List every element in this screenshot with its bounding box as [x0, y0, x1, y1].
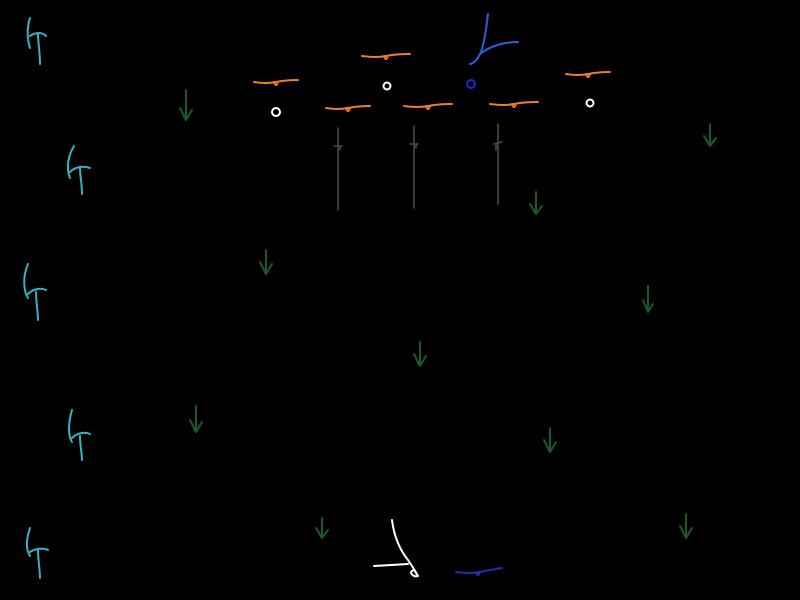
- flying-bird-icon[interactable]: [361, 53, 411, 60]
- orb-layer[interactable]: [271, 79, 595, 117]
- flying-bird-icon[interactable]: [403, 103, 453, 110]
- grass-tuft-icon: [679, 513, 693, 539]
- orb-icon[interactable]: [271, 107, 281, 117]
- grass-tuft-icon: [259, 249, 273, 275]
- grass-tuft-icon: [179, 89, 193, 121]
- pole-icon: [333, 127, 343, 211]
- grass-layer: [179, 89, 717, 539]
- pole-layer: [333, 123, 503, 211]
- water-plant-icon: [66, 145, 91, 195]
- grass-tuft-icon: [189, 405, 203, 433]
- grass-tuft-icon: [529, 191, 543, 215]
- branch-icon: [469, 13, 519, 65]
- grass-tuft-icon: [703, 123, 717, 147]
- grass-tuft-icon: [543, 427, 557, 453]
- water-plant-icon: [26, 17, 47, 65]
- worm-icon: [455, 567, 503, 576]
- water-plant-icon: [68, 409, 91, 461]
- grass-tuft-icon: [642, 285, 654, 313]
- flying-bird-icon[interactable]: [489, 101, 539, 108]
- flying-bird-icon[interactable]: [253, 79, 299, 86]
- flying-bird-icon[interactable]: [325, 105, 371, 112]
- orb-icon[interactable]: [382, 81, 392, 91]
- twig-icon: [373, 519, 419, 578]
- grass-tuft-icon: [315, 517, 329, 539]
- flying-bird-icon[interactable]: [565, 71, 611, 78]
- pole-icon: [493, 123, 503, 205]
- pole-icon: [409, 125, 419, 209]
- bird-layer[interactable]: [253, 53, 611, 112]
- water-plant-layer: [23, 17, 91, 579]
- orb-icon[interactable]: [466, 79, 476, 89]
- water-plant-icon: [23, 263, 47, 321]
- orb-icon[interactable]: [585, 98, 595, 108]
- grass-tuft-icon: [413, 341, 427, 367]
- water-plant-icon: [26, 527, 49, 579]
